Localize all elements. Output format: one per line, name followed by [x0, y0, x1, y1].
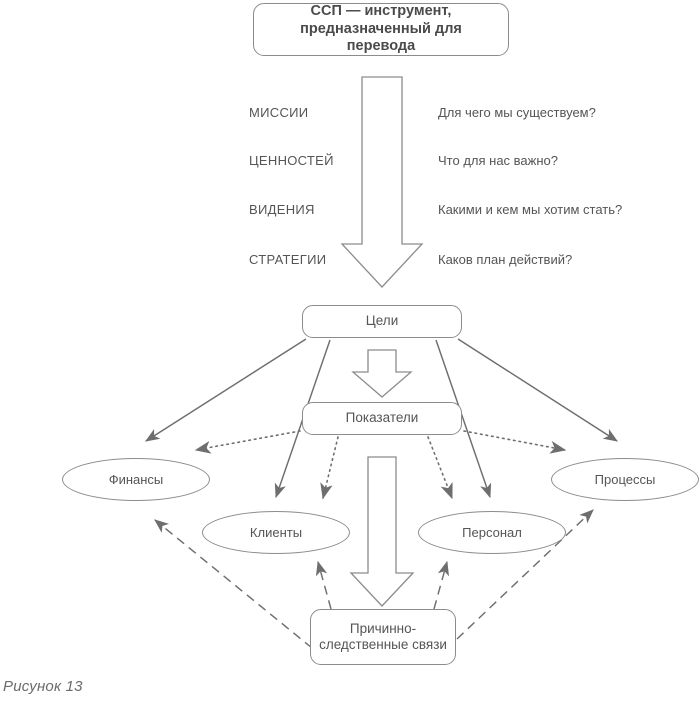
keyword-vision: ВИДЕНИЯ — [249, 202, 315, 217]
edge-goals-to-personnel — [435, 339, 492, 499]
keyword-mission: МИССИИ — [249, 105, 309, 120]
block-arrow-goals-to-indicators — [351, 349, 413, 398]
edge-indicators-to-clients — [320, 436, 339, 500]
block-arrow-indicators-to-causal — [349, 456, 415, 607]
node-indicators: Показатели — [302, 402, 462, 435]
node-goals: Цели — [302, 305, 462, 338]
edge-goals-to-finance — [145, 338, 307, 442]
edge-causal-to-clients — [315, 560, 332, 610]
keyword-values: ЦЕННОСТЕЙ — [249, 153, 334, 168]
node-personnel: Персонал — [418, 511, 566, 554]
edge-causal-to-finance — [154, 519, 313, 649]
causal-line-1: Причинно- — [349, 620, 417, 636]
edge-causal-to-personnel — [433, 560, 450, 610]
question-strategy: Каков план действий? — [438, 252, 573, 267]
question-vision: Какими и кем мы хотим стать? — [438, 202, 623, 217]
keyword-strategy: СТРАТЕГИИ — [249, 252, 327, 267]
title-box: ССП — инструмент, предназначенный для пе… — [253, 3, 509, 56]
title-line-2: предназначенный для перевода — [300, 20, 462, 55]
block-arrow-mission-to-goals — [340, 76, 424, 288]
edge-indicators-to-processes — [463, 430, 567, 454]
question-mission: Для чего мы существуем? — [438, 105, 596, 120]
title-line-1: ССП — инструмент, — [310, 2, 452, 19]
node-causal-links: Причинно- следственные связи — [310, 609, 456, 665]
edge-causal-to-processes — [456, 509, 594, 640]
node-clients: Клиенты — [202, 511, 350, 554]
figure-caption: Рисунок 13 — [3, 678, 83, 695]
node-finance: Финансы — [62, 458, 210, 501]
causal-line-2: следственные связи — [319, 637, 447, 652]
node-processes: Процессы — [551, 458, 699, 501]
question-values: Что для нас важно? — [438, 153, 558, 168]
edge-indicators-to-personnel — [427, 436, 453, 500]
edge-goals-to-processes — [457, 338, 618, 442]
edge-indicators-to-finance — [194, 430, 301, 454]
